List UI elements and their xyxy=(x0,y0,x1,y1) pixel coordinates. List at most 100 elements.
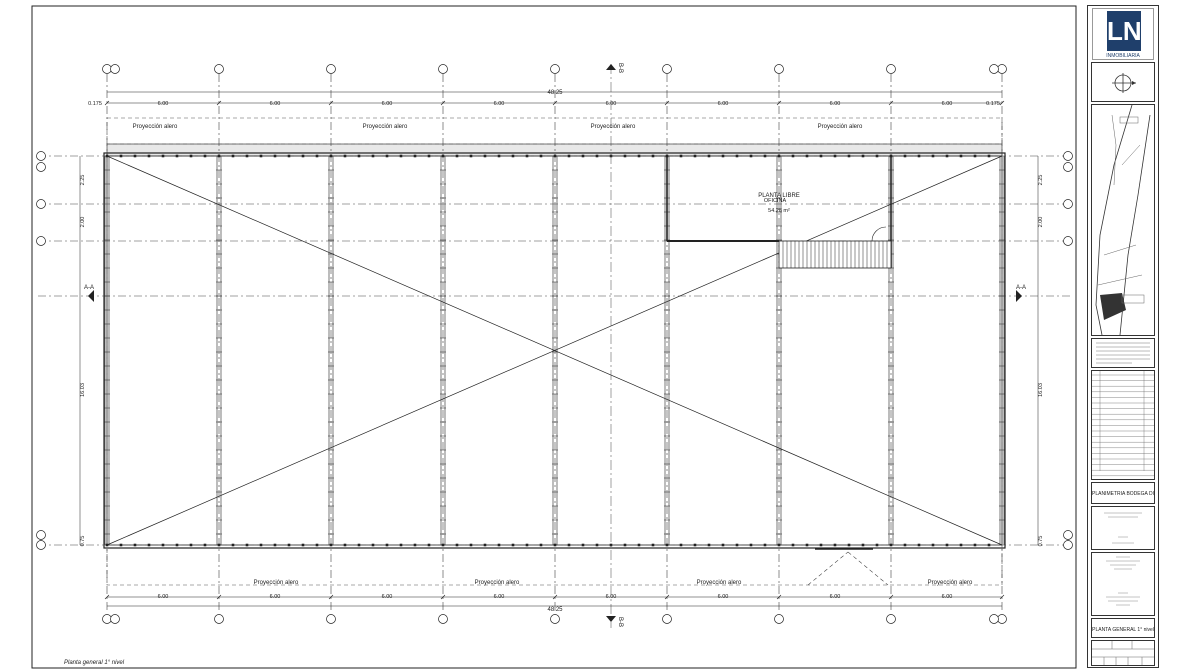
sheet-title: PLANIMETRÍA BODEGA DIESEL xyxy=(1092,491,1154,497)
beam-marker xyxy=(833,543,837,547)
beam-marker xyxy=(385,154,389,158)
axis-bubble xyxy=(1063,236,1073,246)
dim-tick xyxy=(440,100,446,106)
axis-bubble xyxy=(1063,162,1073,172)
office-subtitle: OFICINA xyxy=(764,198,787,204)
axis-bubble xyxy=(662,64,672,74)
beam-marker xyxy=(847,543,851,547)
scale-box xyxy=(1091,640,1155,666)
beam-marker xyxy=(721,154,725,158)
beam-marker xyxy=(777,543,781,547)
projection-bottom xyxy=(106,544,1003,586)
beam-marker xyxy=(427,154,431,158)
beam-marker xyxy=(357,543,361,547)
beam-marker xyxy=(595,154,599,158)
beam-marker xyxy=(175,543,179,547)
beam-marker xyxy=(161,154,165,158)
beam-marker xyxy=(623,543,627,547)
top-dim-label: 6.00 xyxy=(494,101,505,107)
beam-marker xyxy=(945,154,949,158)
beam-marker xyxy=(861,543,865,547)
dim-tick xyxy=(440,594,446,600)
dim-tick xyxy=(104,100,110,106)
beam-marker xyxy=(371,543,375,547)
beam-marker xyxy=(833,154,837,158)
right-dim-label: 2.00 xyxy=(1038,217,1044,228)
axis-bubble xyxy=(36,540,46,550)
axis-bubble xyxy=(989,64,999,74)
dim-tick xyxy=(104,594,110,600)
beam-marker xyxy=(889,543,893,547)
beam-marker xyxy=(651,154,655,158)
beam-marker xyxy=(287,543,291,547)
beam-marker xyxy=(315,543,319,547)
beam-marker xyxy=(455,154,459,158)
axis-bubble xyxy=(662,614,672,624)
beam-marker xyxy=(917,543,921,547)
north-arrow-icon xyxy=(1112,73,1136,93)
beam-marker xyxy=(693,543,697,547)
projection-label-bottom: Proyección alero xyxy=(475,580,520,586)
logo: LN INMOBILIARIA xyxy=(1092,8,1154,60)
axis-bubble xyxy=(550,64,560,74)
beam-marker xyxy=(357,154,361,158)
beam-marker xyxy=(413,543,417,547)
right-dim-label: 16.03 xyxy=(1038,383,1044,397)
beam-marker xyxy=(147,154,151,158)
beam-marker xyxy=(931,154,935,158)
beam-marker xyxy=(497,543,501,547)
roof-overhang-band xyxy=(106,143,1003,157)
beam-marker xyxy=(329,543,333,547)
beam-marker xyxy=(637,154,641,158)
beam-marker xyxy=(315,154,319,158)
beam-marker xyxy=(161,543,165,547)
beam-marker xyxy=(931,543,935,547)
dim-tick xyxy=(664,594,670,600)
beam-marker xyxy=(567,154,571,158)
axis-bubble xyxy=(326,64,336,74)
beam-marker xyxy=(959,543,963,547)
top-dim-label: 6.00 xyxy=(718,101,729,107)
bottom-dim-label: 6.00 xyxy=(606,594,617,600)
bottom-dim-label: 6.00 xyxy=(718,594,729,600)
left-dim-label: 2.00 xyxy=(80,217,86,228)
projection-label-top: Proyección alero xyxy=(591,124,636,130)
beam-marker xyxy=(385,543,389,547)
beam-marker xyxy=(763,154,767,158)
top-dim-label: 0.175 xyxy=(88,101,102,107)
beam-marker xyxy=(861,154,865,158)
beam-marker xyxy=(679,154,683,158)
beam-marker xyxy=(413,154,417,158)
beam-marker xyxy=(917,154,921,158)
top-dim-label: 6.00 xyxy=(382,101,393,107)
beam-marker xyxy=(245,543,249,547)
axis-bubble xyxy=(1063,151,1073,161)
dim-tick xyxy=(216,100,222,106)
beam-marker xyxy=(581,543,585,547)
bottom-dim-label: 6.00 xyxy=(158,594,169,600)
north-arrow-box xyxy=(1091,62,1155,102)
axis-bubble xyxy=(774,614,784,624)
right-dim-label: 0.75 xyxy=(1038,536,1044,547)
office-area: 54.28 m² xyxy=(768,208,790,214)
bottom-dim-label: 6.00 xyxy=(830,594,841,600)
section-label-bb: B-B xyxy=(617,617,623,627)
beam-marker xyxy=(875,543,879,547)
beam-marker xyxy=(497,154,501,158)
beam-marker xyxy=(119,154,123,158)
beam-marker xyxy=(777,154,781,158)
section-arrow xyxy=(88,290,94,302)
axis-bubble xyxy=(438,614,448,624)
projection-label-top: Proyección alero xyxy=(818,124,863,130)
dim-tick xyxy=(328,594,334,600)
beam-marker xyxy=(441,543,445,547)
office-title: PLANTA LIBRE xyxy=(758,193,800,199)
beam-marker xyxy=(119,543,123,547)
diagonal-line xyxy=(106,155,1003,546)
projection-label-bottom: Proyección alero xyxy=(928,580,973,586)
axis-bubble xyxy=(886,64,896,74)
beam-marker xyxy=(231,154,235,158)
axis-bubble xyxy=(1063,540,1073,550)
beam-marker xyxy=(735,543,739,547)
